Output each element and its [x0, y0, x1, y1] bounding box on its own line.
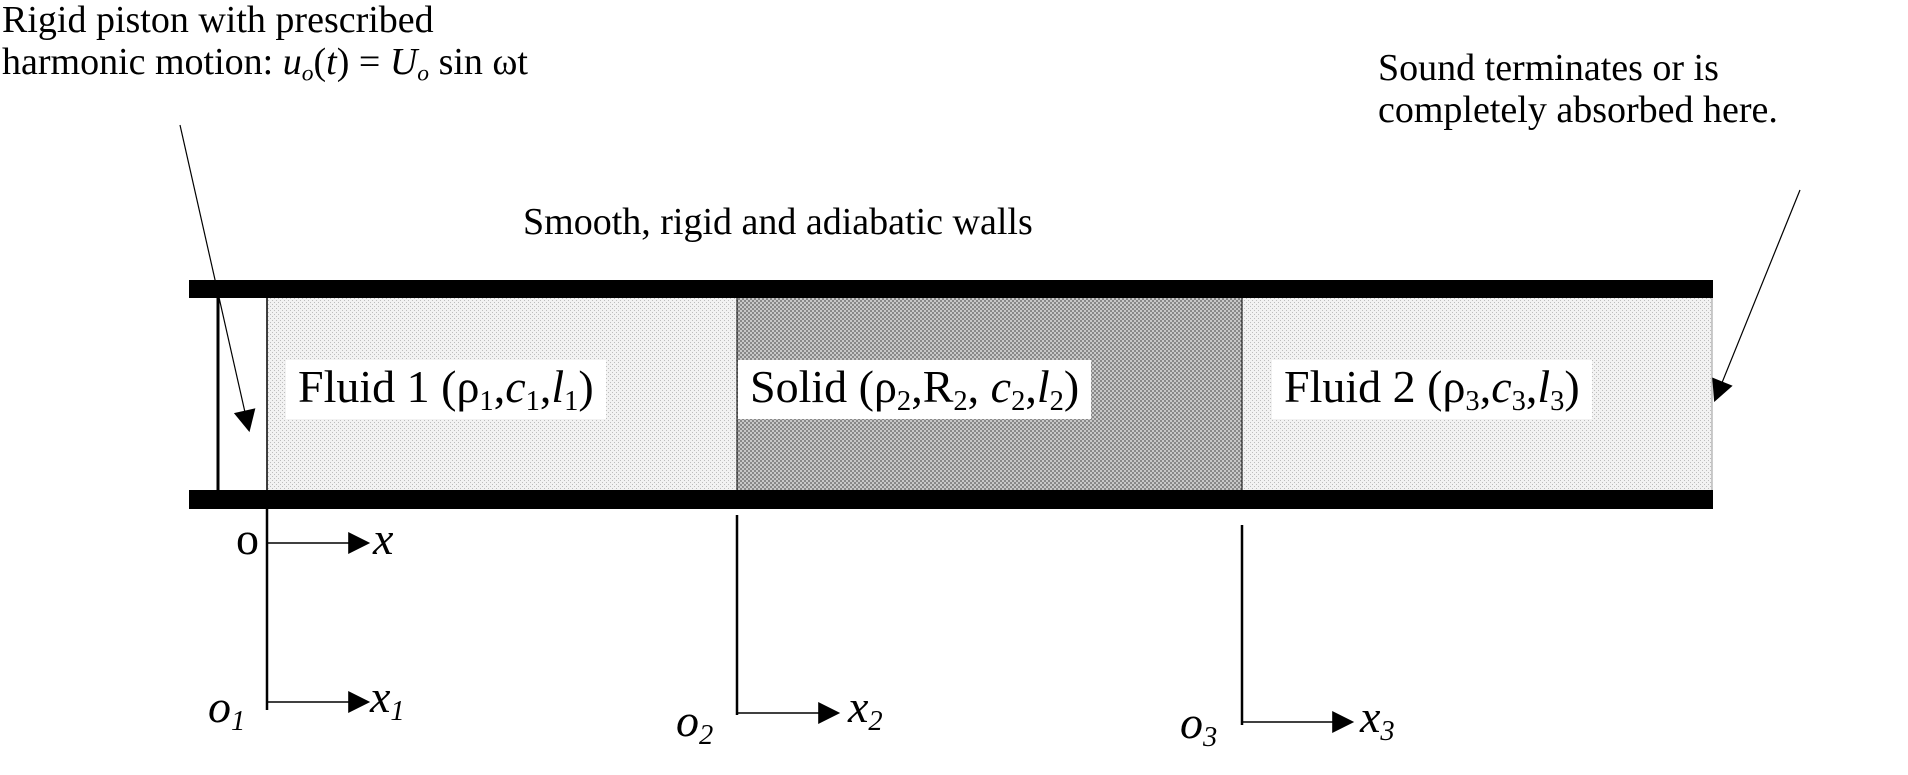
text-segment: c — [1491, 361, 1512, 412]
text-segment: Rigid piston with prescribed — [2, 0, 434, 41]
text-segment: ( — [313, 40, 327, 83]
text-line: x — [373, 513, 394, 565]
text-segment: x — [1360, 691, 1381, 742]
text-segment: x — [370, 671, 391, 722]
piston-leader-arrow — [179, 124, 256, 433]
text-segment: o — [676, 695, 699, 746]
top-wall — [189, 280, 1713, 298]
text-segment: x — [848, 681, 869, 732]
text-segment: l — [1537, 361, 1551, 412]
origin-label: o — [236, 513, 259, 565]
termination-leader-arrow — [1712, 189, 1801, 403]
text-line: x1 — [370, 671, 405, 727]
x1-label: x1 — [370, 671, 405, 727]
fluid2-label: Fluid 2 (ρ3,c3,l3) — [1272, 360, 1592, 420]
x2-label: x2 — [848, 681, 883, 737]
text-segment: Sound terminates or is — [1378, 47, 1719, 89]
text-line: o3 — [1180, 697, 1218, 753]
text-segment: Fluid 2 (ρ — [1284, 361, 1466, 412]
text-segment: U — [389, 40, 418, 83]
text-segment: o — [1180, 697, 1203, 748]
text-segment: , — [967, 361, 991, 412]
text-segment: 2 — [1049, 385, 1064, 417]
text-segment: 3 — [1511, 385, 1526, 417]
text-segment: ) — [1564, 361, 1580, 412]
walls-annotation: Smooth, rigid and adiabatic walls — [523, 201, 1033, 244]
text-segment: o — [208, 681, 231, 732]
text-line: Solid (ρ2,R2, c2,l2) — [750, 361, 1080, 417]
text-line: Rigid piston with prescribed — [2, 0, 528, 42]
text-segment: l — [551, 361, 565, 412]
text-segment: ) — [578, 361, 594, 412]
text-line: o2 — [676, 695, 714, 751]
text-line: Sound terminates or is — [1378, 47, 1778, 90]
x3-label: x3 — [1360, 691, 1395, 747]
text-line: completely absorbed here. — [1378, 88, 1778, 132]
text-segment: 2 — [953, 385, 968, 417]
text-segment: 1 — [525, 385, 540, 417]
text-segment: 1 — [564, 385, 579, 417]
text-segment: 2 — [896, 385, 912, 417]
text-line: o — [236, 513, 259, 565]
text-segment: , — [539, 361, 552, 412]
text-segment: completely absorbed here. — [1378, 88, 1778, 131]
text-segment: 2 — [699, 719, 714, 751]
text-segment: 1 — [231, 705, 246, 737]
text-segment: ,R — [911, 361, 954, 412]
text-line: x2 — [848, 681, 883, 737]
o1-label: o1 — [208, 681, 246, 737]
text-segment: t — [326, 40, 337, 83]
solid-label: Solid (ρ2,R2, c2,l2) — [738, 360, 1092, 420]
text-segment: o — [236, 513, 259, 564]
text-line: Fluid 1 (ρ1,c1,l1) — [298, 361, 594, 417]
text-segment: , — [1525, 361, 1538, 412]
text-line: harmonic motion: uo(t) = Uo sin ωt — [2, 40, 528, 88]
text-segment: l — [1036, 361, 1050, 412]
text-line: x3 — [1360, 691, 1395, 747]
fluid1-label: Fluid 1 (ρ1,c1,l1) — [286, 360, 606, 420]
text-line: Fluid 2 (ρ3,c3,l3) — [1284, 361, 1580, 417]
text-line: Smooth, rigid and adiabatic walls — [523, 201, 1033, 244]
text-segment: u — [282, 40, 302, 83]
text-segment: 2 — [1011, 385, 1026, 417]
text-segment: , — [1479, 361, 1492, 412]
text-segment: harmonic motion: — [2, 40, 283, 83]
text-segment: sin ωt — [429, 40, 528, 83]
text-segment: o — [417, 60, 430, 87]
text-segment: x — [373, 513, 394, 564]
text-segment: Fluid 1 (ρ — [298, 361, 480, 412]
text-segment: Smooth, rigid and adiabatic walls — [523, 201, 1033, 243]
text-segment: 2 — [868, 705, 883, 737]
text-segment: 3 — [1203, 721, 1218, 753]
text-segment: , — [1025, 361, 1037, 412]
text-segment: c — [505, 361, 526, 412]
text-segment: 1 — [390, 695, 405, 727]
text-segment: c — [990, 361, 1012, 412]
text-segment: 1 — [479, 385, 494, 417]
text-segment: ) = — [336, 40, 390, 83]
text-segment: Solid (ρ — [750, 361, 897, 412]
o2-label: o2 — [676, 695, 714, 751]
text-segment: 3 — [1550, 385, 1565, 417]
text-segment: 3 — [1380, 715, 1395, 747]
text-segment: ) — [1063, 361, 1080, 412]
text-segment: o — [301, 60, 314, 87]
bottom-wall — [189, 490, 1713, 509]
o3-label: o3 — [1180, 697, 1218, 753]
text-line: o1 — [208, 681, 246, 737]
text-segment: 3 — [1465, 385, 1480, 417]
x-label: x — [373, 513, 394, 565]
text-segment: , — [493, 361, 506, 412]
